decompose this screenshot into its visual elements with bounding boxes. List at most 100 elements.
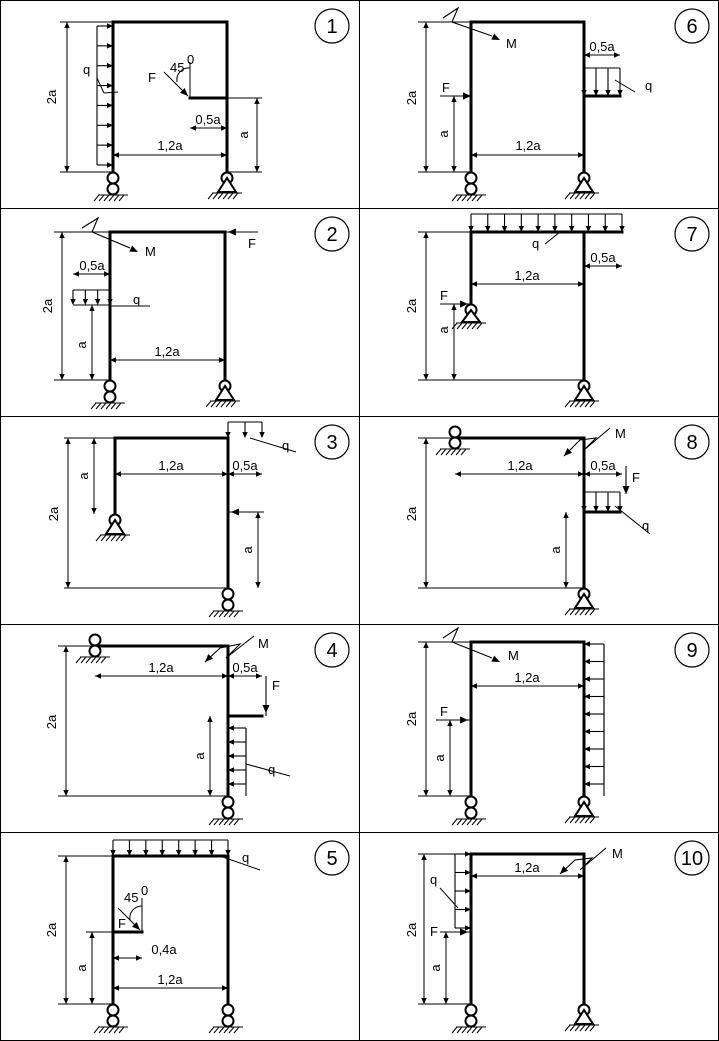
- hatch: [93, 194, 100, 202]
- roller-support: [208, 587, 243, 618]
- arrowhead: [222, 673, 228, 679]
- arrowhead: [616, 471, 622, 477]
- force-label: F: [440, 704, 448, 719]
- arrowhead: [617, 90, 623, 96]
- arrowhead: [443, 998, 449, 1004]
- dim-label-width: 1,2a: [158, 458, 184, 473]
- arrowhead: [501, 226, 508, 232]
- hatch: [218, 610, 225, 618]
- arrowhead: [222, 471, 228, 477]
- hatch: [564, 1024, 571, 1032]
- roller-bottom: [448, 436, 462, 450]
- arrowhead: [225, 432, 231, 438]
- arrowhead: [113, 152, 119, 158]
- hatch: [569, 192, 576, 200]
- arrowhead: [222, 985, 228, 991]
- roller-bottom: [103, 390, 117, 404]
- frame-member: [453, 436, 586, 590]
- arrowhead: [91, 508, 97, 514]
- pin-support: [564, 379, 599, 408]
- arrowhead: [584, 641, 590, 647]
- hatch: [579, 400, 586, 408]
- dim-label-width: 1,2a: [514, 670, 540, 685]
- arrowhead: [617, 506, 623, 512]
- arrowhead: [518, 226, 525, 232]
- hatch: [579, 816, 586, 824]
- roller-support-top: [75, 633, 110, 664]
- hatch: [105, 402, 112, 410]
- moment-label: M: [258, 636, 269, 651]
- arrowhead: [485, 226, 491, 232]
- arrowhead: [564, 447, 573, 456]
- force-label: F: [440, 288, 448, 303]
- angle-unit: 0: [187, 52, 194, 67]
- pin-support: [451, 303, 486, 330]
- leader: [439, 887, 459, 909]
- hatch: [232, 192, 239, 200]
- arrowhead: [465, 906, 471, 913]
- arrowhead: [89, 998, 95, 1004]
- leader: [544, 231, 561, 245]
- hatch: [218, 1026, 225, 1034]
- arrowhead: [616, 263, 622, 269]
- hatch: [574, 192, 581, 200]
- dim-label-offset: 0,5a: [589, 39, 615, 54]
- arrowhead: [208, 850, 215, 856]
- arrowhead: [578, 281, 584, 287]
- arrowhead: [423, 166, 429, 172]
- arrowhead: [228, 228, 236, 236]
- arrowhead: [192, 850, 198, 856]
- hatch: [223, 1026, 230, 1034]
- arrowhead: [82, 299, 89, 305]
- hatch: [461, 194, 468, 202]
- arrowhead: [136, 955, 142, 961]
- arrowhead: [115, 471, 121, 477]
- arrowhead: [581, 506, 587, 512]
- roller-support: [93, 1003, 128, 1034]
- dim-label-width: 1,2a: [515, 138, 541, 153]
- hatch: [451, 322, 458, 330]
- roller-support-top: [435, 425, 470, 456]
- support-triangle: [104, 518, 126, 535]
- dim-label-a: a: [428, 964, 443, 972]
- arrowhead: [104, 271, 110, 277]
- arrowhead: [552, 226, 558, 232]
- dim-label-a: a: [432, 754, 447, 762]
- arrowhead: [207, 716, 213, 722]
- arrowhead: [421, 854, 427, 860]
- leader: [249, 437, 297, 453]
- hatch: [476, 322, 483, 330]
- arrowhead: [584, 711, 590, 717]
- arrowhead: [451, 96, 457, 102]
- hatch: [564, 608, 571, 616]
- dim-label-2a: 2a: [404, 298, 419, 313]
- hatch: [456, 322, 463, 330]
- hatch: [574, 608, 581, 616]
- scheme-number: 6: [686, 16, 697, 38]
- hatch: [100, 534, 107, 542]
- dim-label-a: a: [74, 964, 89, 972]
- arrowhead: [584, 781, 590, 787]
- pin-support: [205, 379, 240, 408]
- angle-label: 45: [124, 890, 138, 905]
- arrowhead: [107, 102, 113, 109]
- dim-label-2a: 2a: [404, 711, 419, 726]
- arrowhead: [463, 92, 471, 100]
- hatch: [103, 1026, 110, 1034]
- arrowhead: [563, 512, 569, 518]
- hatch: [75, 656, 82, 664]
- arrowhead: [460, 928, 468, 936]
- scheme-number: 3: [326, 432, 337, 454]
- scheme-number-circle: [674, 216, 710, 252]
- hatch: [212, 192, 219, 200]
- arrowhead: [205, 653, 214, 662]
- pin-support: [564, 171, 599, 200]
- dim-label-width: 1,2a: [157, 138, 183, 153]
- dim-label-width: 1,2a: [154, 344, 180, 359]
- arrowhead: [465, 888, 471, 894]
- hatch: [569, 608, 576, 616]
